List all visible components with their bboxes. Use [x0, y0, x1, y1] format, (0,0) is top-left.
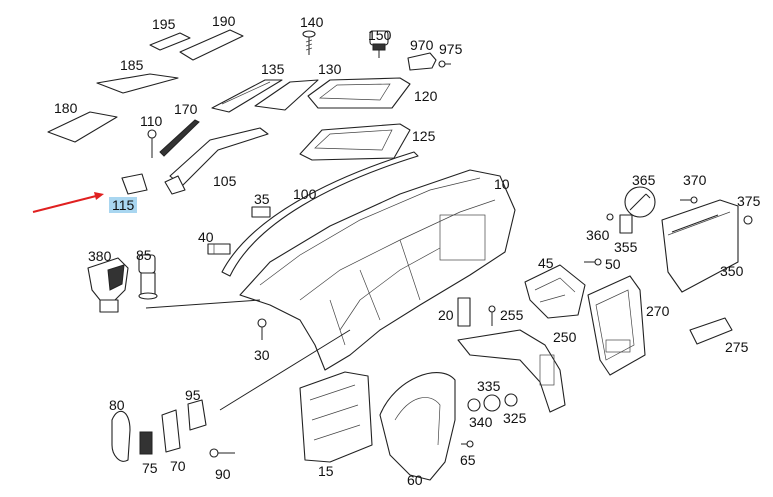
label-10: 10 [494, 176, 510, 192]
label-50: 50 [605, 256, 621, 272]
part-355 [619, 214, 633, 234]
label-190: 190 [212, 13, 236, 29]
part-350-glovebox [661, 199, 739, 293]
part-185 [96, 73, 179, 94]
label-75: 75 [142, 460, 158, 476]
label-85: 85 [136, 247, 152, 263]
label-195: 195 [152, 16, 176, 32]
leader-line-2 [219, 329, 351, 411]
part-170 [159, 119, 200, 157]
label-115-highlighted[interactable]: 115 [109, 197, 138, 213]
label-350: 350 [720, 263, 744, 279]
part-15-insulation [299, 371, 373, 463]
label-45: 45 [538, 255, 554, 271]
part-80 [111, 410, 131, 462]
label-120: 120 [414, 88, 438, 104]
part-250-trim [457, 329, 566, 413]
part-50-screw [584, 258, 602, 266]
part-85 [138, 254, 158, 300]
label-80: 80 [109, 397, 125, 413]
label-40: 40 [198, 229, 214, 245]
label-140: 140 [300, 14, 324, 30]
part-255-screw [488, 305, 496, 326]
part-325-ring [504, 393, 518, 407]
part-275 [689, 317, 733, 345]
part-120 [307, 77, 411, 109]
part-130 [254, 79, 319, 111]
part-335-ring [483, 394, 501, 412]
part-125 [299, 123, 411, 161]
label-70: 70 [170, 458, 186, 474]
part-975 [438, 60, 451, 68]
label-135: 135 [261, 61, 285, 77]
part-970 [407, 52, 437, 71]
part-40-clip [207, 243, 231, 255]
label-275: 275 [725, 339, 749, 355]
part-140-screw [302, 30, 316, 55]
label-250: 250 [553, 329, 577, 345]
part-370-screw [680, 196, 698, 204]
label-355: 355 [614, 239, 638, 255]
part-340-ring [467, 398, 481, 412]
label-110: 110 [140, 113, 163, 129]
label-65: 65 [460, 452, 476, 468]
label-970: 970 [410, 37, 434, 53]
label-100: 100 [293, 186, 317, 202]
part-95-bracket [187, 399, 207, 431]
part-20-clip [457, 297, 471, 327]
part-10-dashboard [239, 169, 516, 371]
label-975: 975 [439, 41, 463, 57]
part-90-screw [209, 448, 235, 458]
part-270-bezel [587, 275, 646, 376]
part-60-panel [379, 372, 456, 481]
label-340: 340 [469, 414, 493, 430]
part-135 [211, 79, 283, 113]
label-255: 255 [500, 307, 524, 323]
label-185: 185 [120, 57, 144, 73]
part-30-screw [257, 318, 267, 340]
part-70 [161, 409, 181, 453]
part-380-vent [87, 257, 129, 313]
label-90: 90 [215, 466, 231, 482]
part-195 [149, 32, 191, 51]
part-365-wrench-icon [624, 186, 656, 218]
label-15: 15 [318, 463, 334, 479]
part-45-bracket [524, 264, 586, 319]
part-100 [221, 151, 419, 277]
part-35-clip [251, 206, 271, 218]
label-270: 270 [646, 303, 670, 319]
label-35: 35 [254, 191, 270, 207]
label-130: 130 [318, 61, 342, 77]
leader-line-1 [145, 299, 261, 309]
part-105 [164, 127, 269, 195]
label-365: 365 [632, 172, 656, 188]
label-335: 335 [477, 378, 501, 394]
label-150: 150 [368, 27, 392, 43]
label-375: 375 [737, 193, 761, 209]
highlight-arrow [32, 192, 104, 213]
label-170: 170 [174, 101, 198, 117]
label-60: 60 [407, 472, 423, 488]
part-150-clip [369, 30, 389, 58]
label-30: 30 [254, 347, 270, 363]
part-375-screw [743, 215, 753, 225]
label-380: 380 [88, 248, 112, 264]
label-180: 180 [54, 100, 78, 116]
part-65-screw [461, 440, 474, 448]
part-115 [121, 173, 148, 195]
part-110-screw [147, 129, 157, 158]
label-370: 370 [683, 172, 707, 188]
part-190 [179, 29, 244, 61]
label-325: 325 [503, 410, 527, 426]
part-180 [47, 111, 118, 143]
label-125: 125 [412, 128, 436, 144]
label-105: 105 [213, 173, 237, 189]
label-360: 360 [586, 227, 610, 243]
part-360 [606, 213, 614, 221]
part-75 [139, 431, 153, 455]
label-20: 20 [438, 307, 454, 323]
label-95: 95 [185, 387, 201, 403]
